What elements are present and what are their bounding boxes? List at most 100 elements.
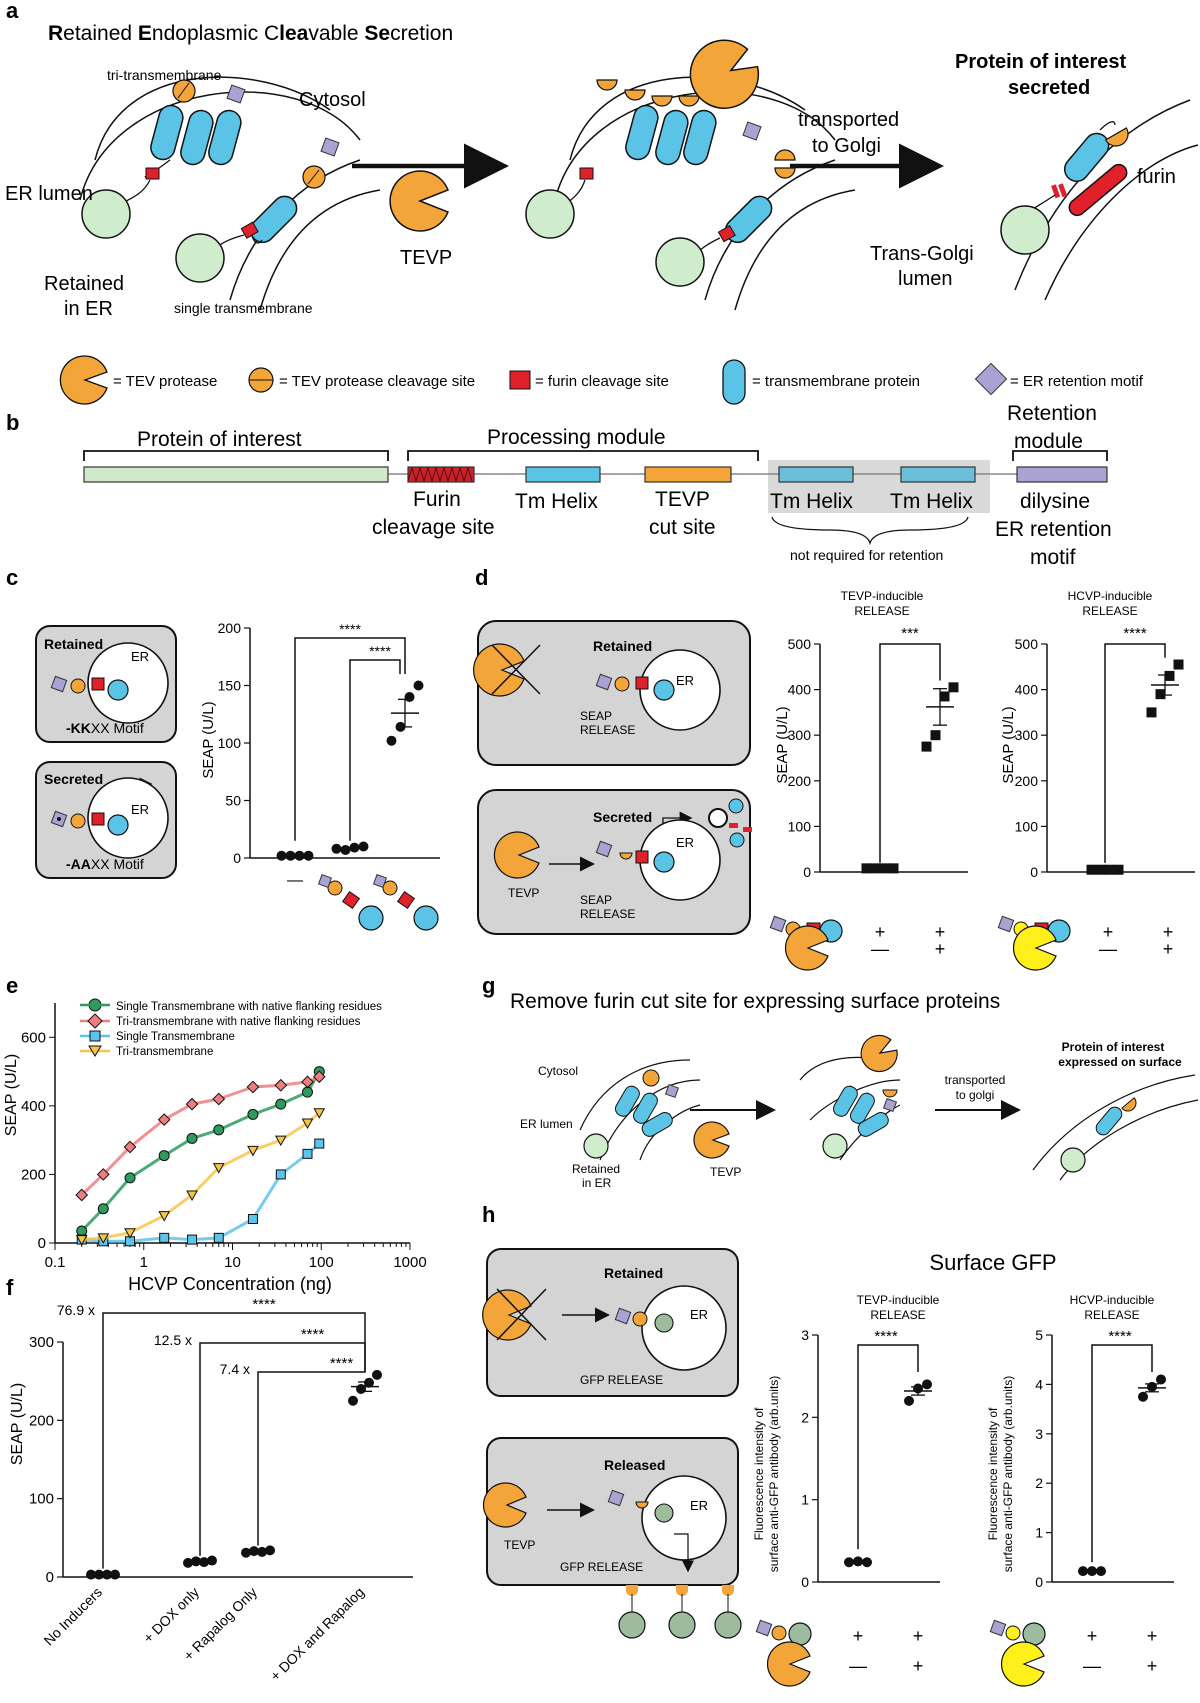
to-golgi-label: to Golgi [812,135,881,157]
data-point [246,1080,260,1094]
h-y-label-1b: surface anti-GFP antibody (arb.units) [767,1376,781,1573]
b-er-retention: ER retention [995,518,1112,541]
e-x-axis-label: HCVP Concentration (ng) [128,1274,332,1294]
data-point [159,1232,170,1243]
y-tick-label: 0 [233,850,241,866]
data-point [212,1092,226,1106]
panel-g: g Remove furin cut site for expressing s… [482,973,1199,1190]
fold-change-label: 12.5 x [154,1332,192,1348]
data-point [97,1233,110,1244]
sig-label: *** [901,625,919,642]
er-retention-legend-icon [974,362,1008,396]
h-title2-line2: RELEASE [1084,1308,1139,1322]
tev-cleavage-site-icon [172,79,196,103]
kk-bold: -KK [66,720,91,736]
y-tick-label: 1 [1035,1525,1043,1541]
g-poi: Protein of interest [1062,1040,1165,1054]
data-point [301,1118,314,1130]
panel-letter-b: b [6,410,19,435]
g-cytosol: Cytosol [538,1064,578,1078]
data-point [183,1557,193,1568]
sign-minus: — [871,939,889,959]
data-point [1146,707,1157,718]
construct-tm-icon [358,905,384,931]
sign-minus: — [849,1656,867,1676]
data-point [157,1113,171,1126]
y-tick-label: 3 [801,1327,809,1343]
construct-tev-site-icon [327,880,343,896]
furin-label: furin [1137,166,1176,188]
data-point [247,1145,259,1157]
c-kk-motif: -KKXX Motif [66,720,144,736]
b-furin: Furin [413,488,461,511]
b-cleavage-site: cleavage site [372,516,495,539]
sign-minus: — [1083,1656,1101,1676]
y-tick-label: 100 [218,735,242,751]
h-y-label-2b: surface anti-GFP antibody (arb.units) [1001,1376,1015,1573]
panel-letter-d: d [475,565,488,590]
panel-letter-f: f [6,1275,14,1300]
legend-tev-protease: = TEV protease [113,373,217,390]
e-legend-marker-3 [89,1030,101,1042]
data-point [158,1150,170,1162]
sig-label: **** [301,1326,325,1343]
legend-er-retention-motif: = ER retention motif [1010,373,1144,390]
y-tick-label: 100 [788,818,812,834]
sign-plus: + [1147,1626,1158,1646]
data-point [1173,659,1184,670]
e-legend-marker-2 [87,1013,103,1029]
data-point [922,1379,932,1390]
fold-change-label: 7.4 x [220,1361,250,1377]
panel-a-title: Retained Endoplasmic Cleavable Secretion [48,22,453,45]
data-point [241,1547,251,1558]
g-retained: Retained [572,1162,620,1176]
legend-transmembrane-protein: = transmembrane protein [752,373,920,390]
y-tick-label: 100 [29,1491,54,1508]
furin-legend-icon [509,370,531,390]
sign-minus: — [1099,939,1117,959]
y-tick-label: 3 [1035,1426,1043,1442]
data-point [96,1168,110,1181]
g-in-er: in ER [582,1176,612,1190]
d-er-label-1: ER [676,673,694,688]
data-point [75,1188,89,1202]
sig-label-1: **** [339,621,361,637]
d-tevp-label: TEVP [508,886,539,900]
sig-bracket [879,643,941,863]
data-point [358,841,369,852]
data-point [302,1148,313,1159]
transported-label: transported [798,109,899,131]
sig-bracket [1091,1344,1153,1563]
h-er-label-2: ER [690,1498,708,1513]
h-y-label-2a: Fluorescence intensity of [986,1407,1000,1540]
data-point [275,1098,287,1110]
data-point [413,680,424,691]
tevp-label: TEVP [400,247,452,269]
data-point [275,1169,286,1180]
d-er-label-2: ER [676,835,694,850]
b-motif: motif [1030,546,1076,569]
series-line [81,1111,321,1242]
e-legend-label-4: Tri-transmembrane [116,1046,213,1058]
h-y-label-1a: Fluorescence intensity of [752,1407,766,1540]
f-y-axis-label: SEAP (U/L) [9,1383,26,1465]
construct-retention-icon [317,873,333,889]
data-point [1138,1391,1148,1402]
data-point [213,1124,225,1136]
data-point [312,1070,326,1084]
x-category-label: + DOX only [140,1584,202,1646]
h-sign-row: ++—+++—+ [849,1626,1157,1676]
data-point [187,1234,198,1245]
data-point [76,1225,88,1237]
e-legend-label-2: Tri-transmembrane with native flanking r… [116,1016,361,1028]
panel-h: h Retained ER GFP RELEASE Released TEVP … [482,1202,1174,1687]
data-point [158,1211,171,1222]
sig-label: **** [252,1296,276,1313]
g-er-lumen: ER lumen [520,1117,573,1131]
er-lumen-label: ER lumen [5,183,93,205]
sign-plus: + [913,1626,924,1646]
data-point [212,1163,225,1174]
trans-golgi-label: Trans-Golgi [870,243,974,265]
y-tick-label: 200 [29,1412,54,1429]
